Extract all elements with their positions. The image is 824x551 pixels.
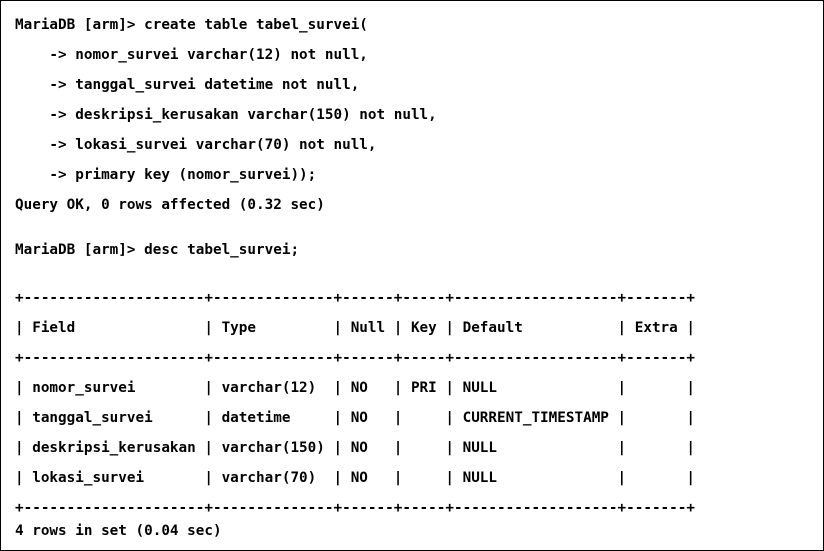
table-row: | lokasi_survei | varchar(70) | NO | | N… [15, 470, 695, 486]
table-border-header: +---------------------+--------------+--… [15, 350, 695, 366]
query-result-desc: 4 rows in set (0.04 sec) [15, 523, 222, 539]
column-def-nomor-survei: -> nomor_survei varchar(12) not null, [15, 47, 368, 63]
prompt-create-table: MariaDB [arm]> create table tabel_survei… [15, 17, 368, 33]
table-row: | tanggal_survei | datetime | NO | | CUR… [15, 410, 695, 426]
column-def-deskripsi-kerusakan: -> deskripsi_kerusakan varchar(150) not … [15, 107, 437, 123]
column-def-tanggal-survei: -> tanggal_survei datetime not null, [15, 77, 360, 93]
column-def-lokasi-survei: -> lokasi_survei varchar(70) not null, [15, 137, 377, 153]
table-border-bottom: +---------------------+--------------+--… [15, 500, 695, 516]
table-row: | nomor_survei | varchar(12) | NO | PRI … [15, 380, 695, 396]
query-result-create: Query OK, 0 rows affected (0.32 sec) [15, 197, 325, 213]
table-header-row: | Field | Type | Null | Key | Default | … [15, 320, 695, 336]
table-border-top: +---------------------+--------------+--… [15, 290, 695, 306]
table-row: | deskripsi_kerusakan | varchar(150) | N… [15, 440, 695, 456]
prompt-desc-table: MariaDB [arm]> desc tabel_survei; [15, 242, 300, 258]
primary-key-def: -> primary key (nomor_survei)); [15, 167, 317, 183]
